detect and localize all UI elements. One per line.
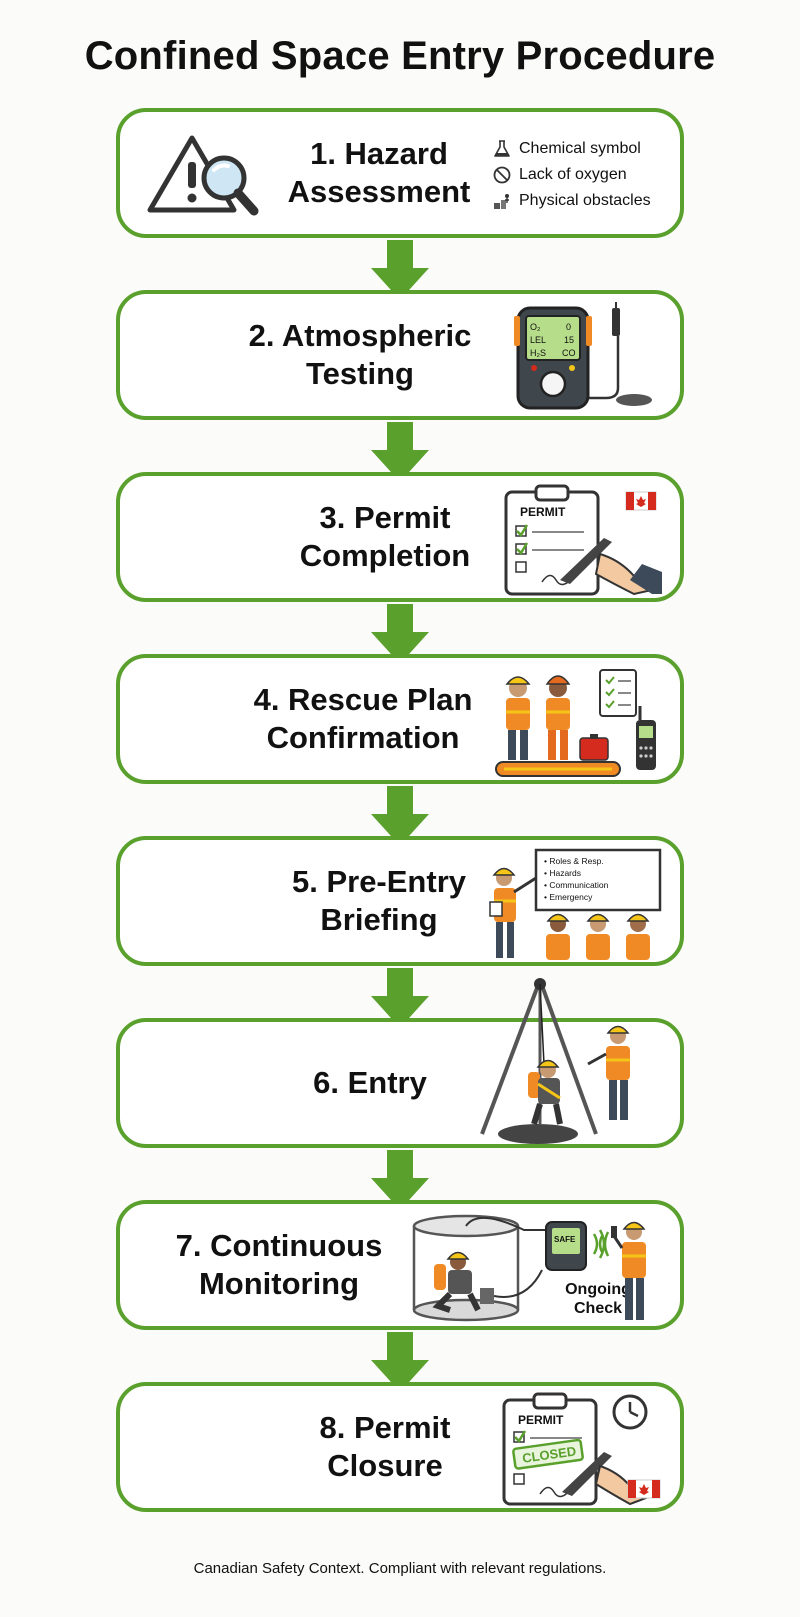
flow-arrow-icon [371,1332,429,1392]
closed-permit-icon: PERMIT CLOSED [502,1392,661,1506]
step-6-entry: 6. Entry [116,978,684,1148]
tripod-entry-icon [480,978,630,1144]
step-4-rescue-plan-confirmation: 4. Rescue Plan Confirmation [116,654,684,784]
permit-heading: PERMIT [520,505,566,519]
no-symbol-icon [493,166,511,184]
attendant-worker-icon [598,1221,646,1320]
hazard-text: Chemical symbol [519,140,641,157]
closed-stamp: CLOSED [521,1443,577,1465]
flow-arrow-icon [371,1150,429,1210]
flask-icon [494,140,510,157]
confined-space-tank-icon [412,1214,548,1322]
flow-arrow-icon [371,422,429,482]
step-1-hazard-assessment: 1. Hazard Assessment Chemical symbol Lac… [116,108,684,238]
board-line: • Hazards [544,868,581,878]
board-line: • Emergency [544,892,593,902]
step-7-continuous-monitoring: 7. Continuous Monitoring SAFE Ongoing Ch… [116,1200,684,1330]
gas-h2s-label: H₂S [530,348,546,358]
gas-o2-value: 0 [566,322,571,332]
permit-heading: PERMIT [518,1413,564,1427]
step-3-permit-completion: 3. Permit Completion PERMIT [116,472,684,602]
ongoing-check-label: Ongoing Check [565,1281,631,1318]
gas-co-label: CO [562,348,576,358]
gas-o2-label: O₂ [530,322,541,332]
hazard-list: Chemical symbol Lack of oxygen Physical … [492,136,651,214]
flow-arrow-icon [371,786,429,846]
step-2-atmospheric-testing: 2. Atmospheric Testing O₂ 0 LEL 15 H₂S C… [116,290,684,420]
step-5-pre-entry-briefing: 5. Pre-Entry Briefing • Roles & Resp. • … [116,836,684,966]
board-line: • Communication [544,880,609,890]
flow-arrow-icon [371,604,429,664]
rescue-team-icon [495,669,656,777]
step-8-permit-closure: 8. Permit Closure PERMIT CLOSED [116,1382,684,1512]
permit-clipboard-icon: PERMIT [504,484,662,596]
gas-lel-label: LEL [530,335,546,345]
hazard-item: Lack of oxygen [492,162,651,188]
briefing-board-icon: • Roles & Resp. • Hazards • Communicatio… [489,848,662,960]
step-2-label: 2. Atmospheric Testing [248,318,472,391]
step-6-label: 6. Entry [313,1065,427,1101]
warning-magnifier-icon [147,135,259,216]
step-7-label: 7. Continuous Monitoring [175,1228,383,1301]
step-5-label: 5. Pre-Entry Briefing [291,864,466,937]
flow-arrow-icon [371,240,429,300]
hazard-text: Lack of oxygen [519,166,627,183]
gas-detector-icon: O₂ 0 LEL 15 H₂S CO [514,302,652,410]
obstacle-icon [494,194,509,209]
hazard-item: Chemical symbol [492,136,651,162]
hazard-text: Physical obstacles [519,192,651,209]
page-title: Confined Space Entry Procedure [84,34,716,78]
monitor-screen-text: SAFE [554,1235,576,1244]
board-line: • Roles & Resp. [544,856,604,866]
step-8-label: 8. Permit Closure [319,1410,451,1483]
step-4-label: 4. Rescue Plan Confirmation [253,682,473,755]
gas-lel-value: 15 [564,335,574,345]
footer-note: Canadian Safety Context. Compliant with … [193,1560,607,1577]
flow-arrow-icon [371,968,429,1028]
monitor-device-icon: SAFE [545,1221,606,1271]
step-1-label: 1. Hazard Assessment [287,136,471,209]
step-3-label: 3. Permit Completion [299,500,471,573]
hazard-item: Physical obstacles [492,188,651,214]
